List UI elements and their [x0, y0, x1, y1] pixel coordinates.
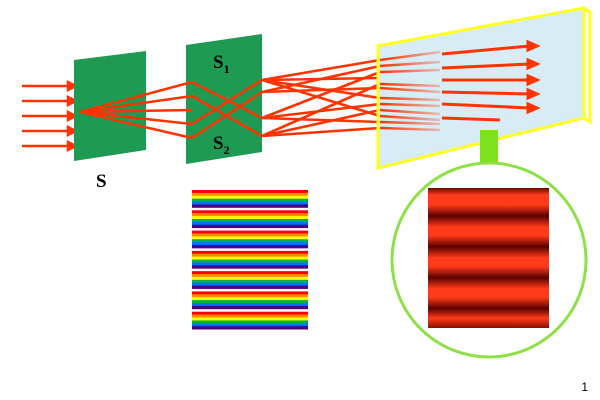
- white-light-fringe-pattern: [192, 190, 308, 330]
- rainbow-band: [192, 326, 308, 330]
- rainbow-band: [192, 190, 308, 194]
- rainbow-band: [192, 271, 308, 275]
- rays-crossing: [191, 78, 263, 140]
- rainbow-band: [192, 323, 308, 327]
- slit-two-label: S2: [213, 133, 230, 157]
- rainbow-band: [192, 221, 308, 226]
- slit-one-subscript: 1: [224, 62, 230, 76]
- arrow-right-icon: [22, 109, 79, 123]
- rainbow-band: [192, 213, 308, 217]
- slit-one-label: S1: [213, 52, 230, 76]
- rainbow-band: [192, 224, 308, 229]
- rainbow-band: [192, 265, 308, 269]
- rainbow-band: [192, 317, 308, 321]
- red-fringe-pattern: [428, 188, 549, 328]
- slit-one-letter: S: [213, 52, 224, 73]
- rainbow-band: [192, 216, 308, 220]
- rainbow-band: [192, 303, 308, 307]
- rainbow-band: [192, 282, 308, 287]
- rainbow-band: [192, 314, 308, 318]
- rainbow-band: [192, 311, 308, 316]
- rainbow-band: [192, 256, 308, 260]
- rays-slits-to-screen: [261, 58, 381, 138]
- rainbow-band: [192, 242, 308, 246]
- rainbow-band: [192, 297, 308, 301]
- slit-two-letter: S: [213, 133, 224, 154]
- rainbow-band: [192, 245, 308, 249]
- arrow-right-icon: [22, 79, 79, 93]
- rainbow-band: [192, 218, 308, 223]
- rainbow-band: [192, 233, 308, 237]
- rainbow-band: [192, 285, 308, 289]
- rainbow-band: [192, 239, 308, 243]
- incoming-light-arrows: [22, 79, 79, 153]
- arrow-right-icon: [22, 94, 79, 108]
- rainbow-band: [192, 262, 308, 266]
- rainbow-band: [192, 259, 308, 263]
- slit-two-subscript: 2: [224, 143, 230, 157]
- rainbow-band: [192, 305, 308, 310]
- rainbow-band: [192, 300, 308, 304]
- arrow-right-icon: [22, 124, 79, 138]
- rays-source-to-slits: [79, 80, 193, 140]
- rainbow-band: [192, 276, 308, 281]
- source-slit-label: S: [96, 171, 107, 192]
- rainbow-band: [192, 320, 308, 324]
- rainbow-band: [192, 236, 308, 240]
- rays-through-screen: [379, 50, 441, 132]
- rainbow-band: [192, 201, 308, 205]
- rainbow-band: [192, 294, 308, 298]
- rainbow-band: [192, 204, 308, 208]
- rainbow-band: [192, 230, 308, 234]
- arrow-right-icon: [22, 139, 79, 153]
- rainbow-band: [192, 250, 308, 255]
- rainbow-band: [192, 279, 308, 284]
- rainbow-band: [192, 192, 308, 197]
- screen-frame-edge: [583, 6, 592, 125]
- rainbow-band: [192, 195, 308, 200]
- source-slit-panel: [74, 51, 146, 161]
- rainbow-band: [192, 274, 308, 278]
- rainbow-band: [192, 253, 308, 258]
- page-number: 1: [581, 380, 588, 394]
- rainbow-band: [192, 198, 308, 202]
- fringe-rays-on-screen: [441, 39, 541, 122]
- rainbow-band: [192, 210, 308, 214]
- rainbow-band: [192, 291, 308, 295]
